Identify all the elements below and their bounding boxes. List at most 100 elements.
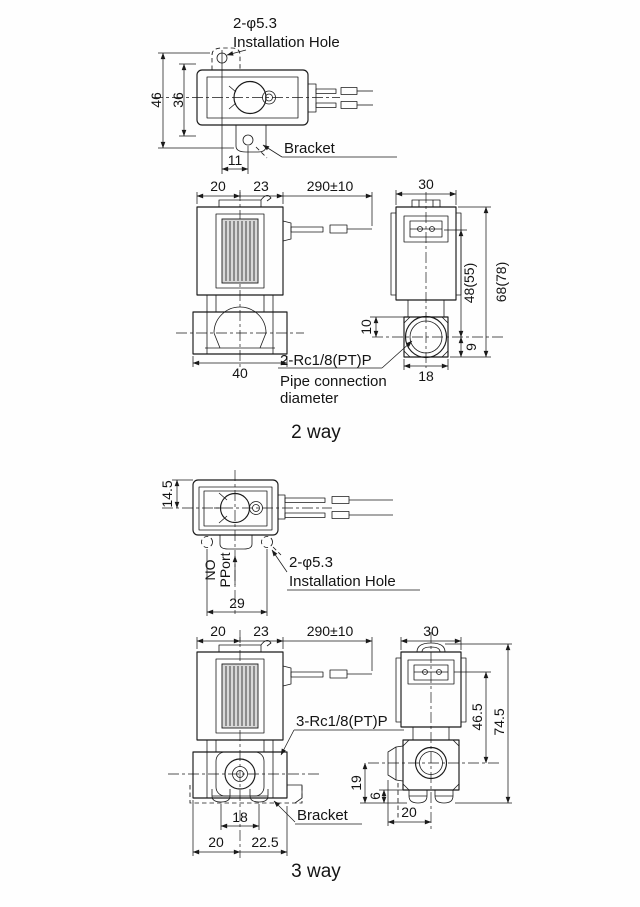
dim-6-text: 6	[367, 792, 383, 800]
coil-body-outline	[192, 479, 279, 536]
left-port-boss	[387, 745, 404, 782]
rib-lines	[225, 666, 255, 726]
three-way-side-view: 30 46.5 74.5 19 6 20	[348, 623, 512, 830]
diameter-text: diameter	[280, 390, 338, 407]
dim-10: 10	[358, 316, 404, 338]
hole-label-text: Installation Hole	[289, 573, 396, 590]
top-tab-hidden	[211, 47, 241, 70]
dim-11-text: 11	[228, 152, 243, 168]
rib-lines	[225, 221, 255, 281]
dim-74-5: 74.5	[445, 643, 512, 804]
dim-46-5-text: 46.5	[469, 703, 485, 730]
dim-40-text: 40	[232, 365, 248, 381]
valve-body	[192, 311, 288, 355]
coil-label-ribs	[221, 663, 259, 729]
two-way-top-view: 46 36 11 2-φ5.3 Installation Hole Bracke…	[148, 15, 397, 174]
dim-9-text: 9	[463, 343, 479, 351]
dim-30-text: 30	[418, 176, 434, 192]
mounting-bracket	[189, 784, 303, 804]
coil-label-ribs	[221, 218, 259, 284]
installation-hole-label: 2-φ5.3 Installation Hole	[226, 15, 340, 56]
bracket-feet	[408, 790, 454, 804]
bracket-tab	[235, 125, 267, 153]
dim-30-text: 30	[423, 623, 439, 639]
dim-14-5: 14.5	[159, 479, 193, 509]
installation-hole-right	[261, 536, 273, 548]
lead-wires	[284, 496, 393, 519]
dim-18-text: 18	[418, 368, 434, 384]
dim-20b-text: 20	[208, 834, 224, 850]
dim-20-22-5: 20 22.5	[192, 800, 288, 856]
dim-20-23-290: 20 23 290±10	[196, 623, 373, 671]
lead-wires	[315, 87, 373, 109]
dim-68-text: 68(78)	[493, 262, 509, 302]
dim-14-5-text: 14.5	[159, 480, 175, 507]
dim-36: 36	[170, 63, 196, 137]
dim-20-text: 20	[210, 623, 226, 639]
lead-exit	[307, 83, 317, 113]
lead-exit	[282, 220, 292, 242]
installation-hole-bottom	[242, 134, 254, 146]
dim-23-text: 23	[253, 623, 269, 639]
terminal-block	[403, 215, 449, 243]
dim-36-text: 36	[170, 92, 186, 108]
bracket-label: Bracket	[262, 140, 397, 158]
dim-20: 20	[387, 780, 432, 826]
installation-hole-label: 2-φ5.3 Installation Hole	[271, 549, 420, 591]
dim-46-5: 46.5	[454, 671, 491, 764]
dim-6: 6	[367, 789, 403, 804]
dim-290-text: 290±10	[307, 178, 354, 194]
port-spec-label: 3-Rc1/8(PT)P	[280, 713, 404, 756]
pipe-port	[404, 315, 448, 359]
port-direction-label: NO PPort	[202, 552, 238, 588]
dim-68-78: 68(78)	[450, 206, 509, 358]
two-way-front-view: 20 23 290±10 40 2-Rc1/8(PT)P Pipe connec…	[176, 178, 413, 407]
lead-exit	[282, 665, 292, 687]
dim-29-text: 29	[229, 595, 245, 611]
dim-30: 30	[395, 176, 457, 205]
coil-core	[233, 80, 267, 115]
installation-hole-top	[216, 52, 228, 64]
dim-48-55: 48(55)	[444, 229, 477, 338]
port-spec-text: 2-Rc1/8(PT)P	[280, 352, 372, 369]
dim-74-5-text: 74.5	[491, 708, 507, 735]
dim-18: 18	[403, 359, 449, 384]
bracket-label: Bracket	[273, 800, 362, 825]
no-text: NO	[202, 559, 218, 580]
three-way-front-view: 20 23 290±10 18 20 22.5 3-Rc1/8(PT)P Bra…	[168, 623, 404, 858]
dim-19-text: 19	[348, 775, 364, 791]
hole-dia-text: 2-φ5.3	[289, 554, 333, 571]
port-spec-text: 3-Rc1/8(PT)P	[296, 713, 388, 730]
side-port	[414, 746, 448, 780]
dim-11: 11	[221, 152, 249, 172]
bracket-text: Bracket	[297, 807, 349, 824]
hole-dia-text: 2-φ5.3	[233, 15, 277, 32]
front-port	[224, 758, 256, 790]
bracket-tab	[219, 535, 253, 550]
dim-48-text: 48(55)	[461, 263, 477, 303]
dim-22-5-text: 22.5	[251, 834, 278, 850]
hole-label-text: Installation Hole	[233, 34, 340, 51]
pport-text: PPort	[217, 552, 233, 587]
bracket-text: Bracket	[284, 140, 336, 157]
dim-46-text: 46	[148, 92, 164, 108]
dim-23-text: 23	[253, 178, 269, 194]
three-way-caption: 3 way	[291, 861, 341, 882]
dim-9: 9	[458, 336, 479, 358]
dim-46: 46	[148, 52, 234, 149]
pipe-connection-text: Pipe connection	[280, 373, 387, 390]
two-way-side-view: 30 48(55) 68(78) 9 10 18	[358, 176, 509, 384]
dim-30: 30	[400, 623, 462, 650]
dim-18-text: 18	[232, 809, 248, 825]
installation-hole-left	[201, 536, 213, 548]
dim-20-text: 20	[401, 804, 417, 820]
dim-29: 29	[206, 549, 268, 616]
three-way-top-view: 14.5 NO PPort 29 2-φ5.3 Installation Hol…	[159, 470, 420, 616]
two-way-caption: 2 way	[291, 422, 341, 443]
pipe-connection-label: 2-Rc1/8(PT)P Pipe connection diameter	[278, 340, 413, 407]
dim-10-text: 10	[358, 319, 374, 335]
dim-40: 40	[192, 356, 288, 381]
dim-18: 18	[220, 804, 260, 830]
